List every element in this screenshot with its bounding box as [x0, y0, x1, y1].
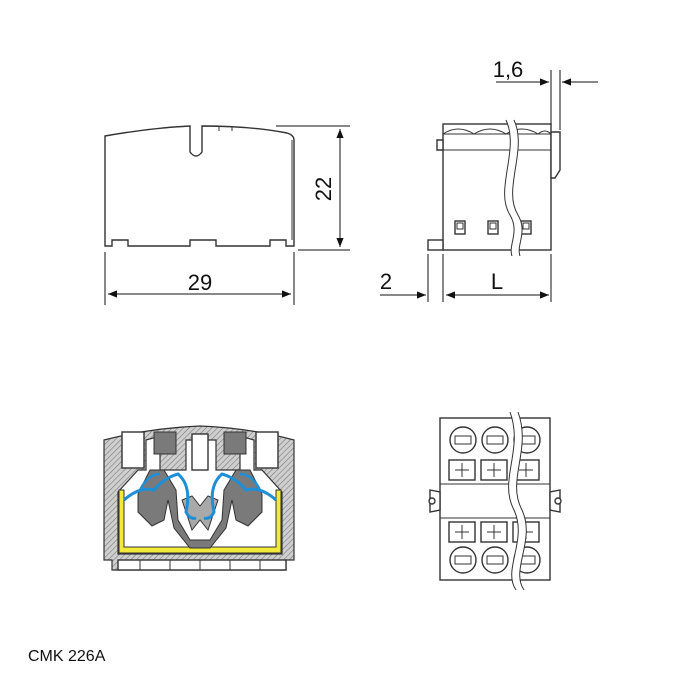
height-label: 22 [311, 177, 336, 201]
tab-offset-dimension: 1,6 [493, 57, 598, 130]
contact-bar [118, 489, 282, 554]
width-label: 29 [188, 270, 212, 295]
width-dimension: 29 [104, 252, 295, 305]
upper-release-slots [448, 459, 540, 481]
length-label: L [491, 269, 503, 294]
product-caption: CMK 226A [28, 648, 106, 665]
cross-section-view [103, 425, 295, 571]
clamp-spring [137, 469, 263, 549]
top-row-holes [449, 426, 541, 454]
height-dimension: 22 [276, 125, 350, 251]
spring-left [123, 472, 197, 520]
top-view [428, 411, 562, 591]
base-offset-label: 2 [380, 269, 392, 294]
front-view [104, 125, 295, 247]
bottom-row-holes [449, 546, 541, 574]
tab-offset-label: 1,6 [493, 57, 524, 82]
side-view [427, 119, 561, 257]
spring-right [203, 472, 277, 520]
length-dimension: 2 L [380, 254, 552, 302]
